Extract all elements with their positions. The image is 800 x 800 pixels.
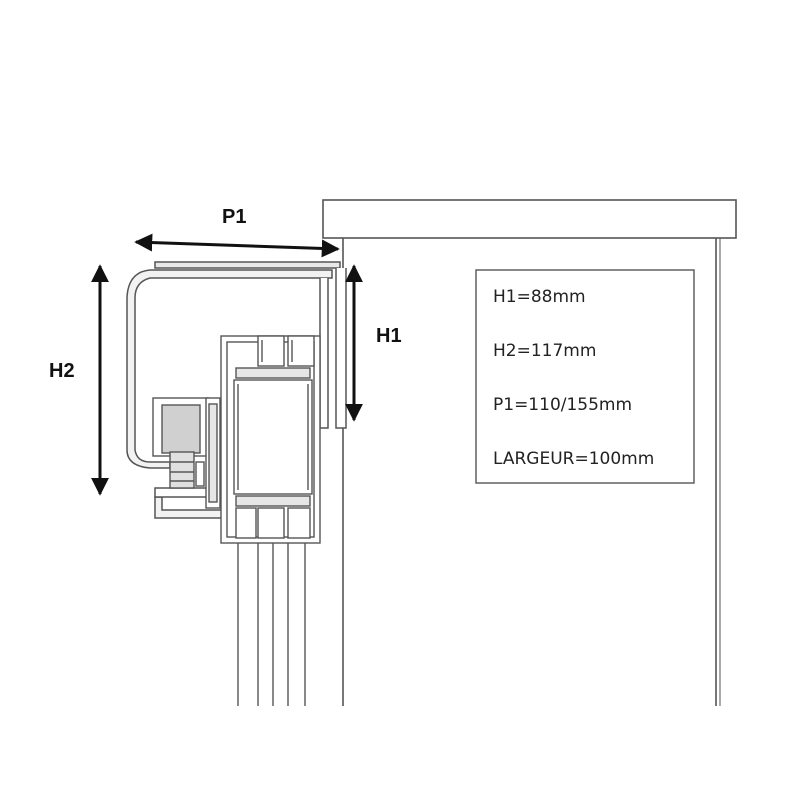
label-p1: P1 xyxy=(222,206,246,228)
spec-h1: H1=88mm xyxy=(493,287,586,307)
roller-carriage xyxy=(152,397,221,509)
dimension-arrows xyxy=(91,233,363,496)
spec-h2: H2=117mm xyxy=(493,341,596,361)
frame-profile xyxy=(220,335,321,544)
arrow-p1 xyxy=(134,233,340,258)
spec-p1: P1=110/155mm xyxy=(493,395,632,415)
spec-largeur: LARGEUR=100mm xyxy=(493,449,654,469)
spec-box: H1=88mm H2=117mm P1=110/155mm LARGEUR=10… xyxy=(475,269,695,484)
door-leaf xyxy=(237,543,306,706)
label-h1: H1 xyxy=(376,325,402,347)
wall-cap xyxy=(322,199,737,239)
label-h2: H2 xyxy=(49,360,75,382)
